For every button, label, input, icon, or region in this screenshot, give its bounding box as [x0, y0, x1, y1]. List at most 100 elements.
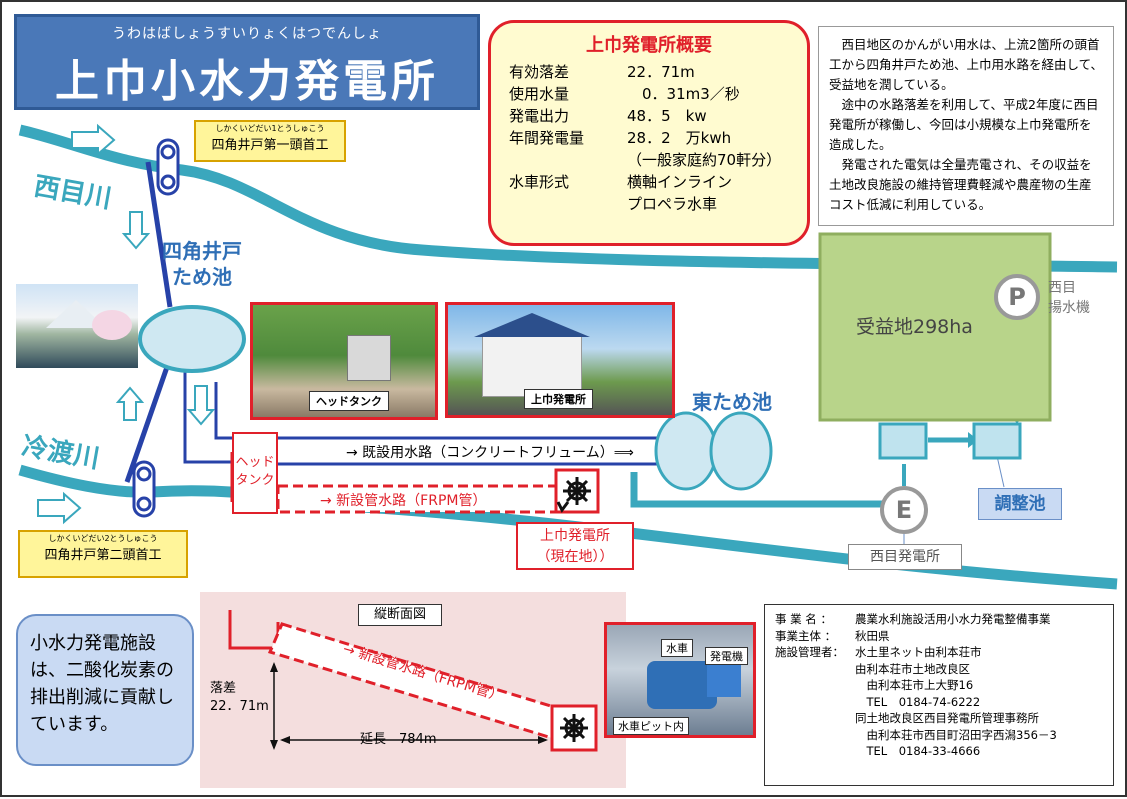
title-ruby: うわはばしょうすいりょくはつでんしょ — [112, 26, 382, 42]
pump-label: 西目 揚水機 — [1048, 280, 1090, 316]
overview-key — [509, 193, 627, 215]
station-current-label: 上巾発電所 （現在地）） — [516, 522, 634, 570]
overview-row: 年間発電量 28．2 万kwh — [509, 127, 789, 149]
landscape-photo — [16, 284, 138, 368]
arrow-reido — [37, 491, 82, 525]
turbine-caption: 水車 — [661, 639, 693, 657]
description-p1: 西目地区のかんがい用水は、上流2箇所の頭首工から四角井戸ため池、上巾用水路を経由… — [829, 37, 1104, 92]
generator-caption: 発電機 — [705, 647, 748, 665]
project-info-key — [775, 727, 855, 744]
overview-key: 年間発電量 — [509, 129, 585, 147]
overview-row: プロペラ水車 — [509, 193, 789, 215]
tank-structure — [347, 335, 391, 381]
overview-value: （一般家庭約70軒分） — [627, 151, 782, 169]
project-info-key — [775, 661, 855, 678]
overview-value: 48．5 kw — [627, 107, 707, 125]
project-info-row: 由利本荘市上大野16 — [775, 677, 1103, 694]
overview-heading: 上巾発電所概要 — [586, 35, 712, 56]
nishime-station-label: 西目発電所 — [848, 544, 962, 570]
flow-arrows — [37, 123, 216, 525]
project-info-value: 由利本荘市西目町沼田字西潟356－3 — [855, 727, 1057, 742]
project-info-value: TEL 0184-33-4666 — [855, 744, 981, 758]
cross-section-diagram — [228, 610, 598, 752]
overview-value: 28．2 万kwh — [627, 129, 732, 147]
headworks-1-label: しかくいどだい1とうしゅこう 四角井戸第一頭首工 — [194, 120, 346, 162]
overview-value: 0．31m3／秒 — [627, 85, 740, 103]
kamihaba-caption: 上巾発電所 — [524, 389, 593, 409]
kamihaba-station-photo: 上巾発電所 — [445, 302, 675, 418]
project-info-value: 由利本荘市土地改良区 — [855, 661, 970, 676]
pit-caption: 水車ピット内 — [613, 717, 689, 735]
upper-tank-outline — [228, 610, 280, 650]
project-info-value: TEL 0184-74-6222 — [855, 694, 981, 709]
project-info-value: 水土里ネット由利本荘市 — [855, 645, 982, 659]
overview-value: 22．71m — [627, 63, 695, 81]
project-info-row: 由利本荘市西目町沼田字西潟356－3 — [775, 727, 1103, 744]
headworks-1-name: 四角井戸第一頭首工 — [211, 138, 329, 153]
project-info: 事 業 名 ：農業水利施設活用小水力発電整備事業事業主体 ：秋田県施設管理者：水… — [764, 604, 1114, 786]
project-info-row: 施設管理者： 水土里ネット由利本荘市 — [775, 644, 1103, 661]
section-head-label: 落差 22．71m — [210, 681, 269, 714]
new-channel-label: → 新設管水路（FRPM管） — [320, 493, 487, 509]
arrow-down-1 — [121, 211, 151, 250]
new-pipe — [276, 484, 558, 514]
project-info-rows: 事 業 名 ：農業水利施設活用小水力発電整備事業事業主体 ：秋田県施設管理者：水… — [775, 611, 1103, 760]
head-tank-caption: ヘッドタンク — [309, 391, 389, 411]
headworks-2-name: 四角井戸第二頭首工 — [44, 548, 162, 563]
turbine-icon — [556, 477, 591, 513]
gate-1 — [156, 138, 180, 196]
link-chousei-label — [996, 455, 1005, 488]
headworks-2-ruby: しかくいどだい2とうしゅこう — [48, 534, 158, 543]
project-info-row: 同土地改良区西目発電所管理事務所 — [775, 710, 1103, 727]
overview-row: 使用水量 0．31m3／秒 — [509, 83, 789, 105]
higashi-pond-2 — [709, 411, 773, 491]
headworks-2-label: しかくいどだい2とうしゅこう 四角井戸第二頭首工 — [18, 530, 188, 578]
shikakuido-pond — [138, 305, 246, 373]
overview-row: （一般家庭約70軒分） — [509, 149, 789, 171]
nishime-station-symbol: E — [880, 486, 928, 534]
cross-section-panel: 縦断面図 落差 22．71m 延長 784m → 新設管水路（FRPM管） — [200, 592, 626, 788]
benefit-area-label: 受益地298ha — [856, 316, 973, 338]
head-tank-box: ヘッド タンク — [232, 432, 278, 514]
overview-value: プロペラ水車 — [627, 195, 718, 213]
section-turbine-icon — [560, 714, 588, 742]
benefit-area — [818, 232, 1052, 422]
arrow-up-1 — [115, 386, 145, 421]
overview-key — [509, 149, 627, 171]
section-length-label: 延長 784m — [360, 732, 437, 747]
overview-row: 有効落差 22．71m — [509, 61, 789, 83]
overview-row: 水車形式横軸インライン — [509, 171, 789, 193]
section-title: 縦断面図 — [358, 604, 442, 626]
project-info-key — [775, 743, 855, 760]
existing-canal-2 — [214, 382, 662, 440]
eco-message: 小水力発電施設は、二酸化炭素の排出削減に貢献しています。 — [16, 614, 194, 766]
project-info-key: 施設管理者： — [775, 645, 844, 659]
arrow-nishime — [71, 123, 116, 157]
project-info-value: 同土地改良区西目発電所管理事務所 — [855, 711, 1039, 725]
overview-key: 有効落差 — [509, 63, 570, 81]
higashi-pond-label: 東ため池 — [692, 390, 772, 414]
description-panel: 西目地区のかんがい用水は、上流2箇所の頭首工から四角井戸ため池、上巾用水路を経由… — [818, 26, 1114, 226]
description-p2: 途中の水路落差を利用して、平成2年度に西目発電所が稼働し、今回は小規模な上巾発電… — [829, 97, 1099, 152]
shikakuido-pond-label: 四角井戸 ため池 — [162, 239, 242, 289]
turbine-pit-photo: 水車 発電機 水車ピット内 — [604, 622, 756, 738]
overview-key: 水車形式 — [509, 173, 570, 191]
higashi-pond-1 — [654, 411, 718, 491]
outflow-channel — [630, 472, 882, 508]
feed-channel-lower — [124, 366, 170, 483]
project-info-row: 事 業 名 ：農業水利施設活用小水力発電整備事業 — [775, 611, 1103, 628]
project-info-row: TEL 0184-33-4666 — [775, 743, 1103, 760]
project-info-key — [775, 677, 855, 694]
project-info-key: 事 業 名 ： — [775, 612, 832, 626]
project-info-key: 事業主体 ： — [775, 628, 837, 643]
existing-canal — [183, 372, 234, 464]
title-main: 上巾小水力発電所 — [55, 56, 439, 107]
cherry-blossom-shape — [92, 310, 132, 340]
description-p3: 発電された電気は全量売電され、その収益を土地改良施設の維持管理費軽減や農産物の生… — [829, 157, 1092, 212]
project-info-row: TEL 0184-74-6222 — [775, 694, 1103, 711]
adjust-box-2 — [972, 422, 1022, 460]
